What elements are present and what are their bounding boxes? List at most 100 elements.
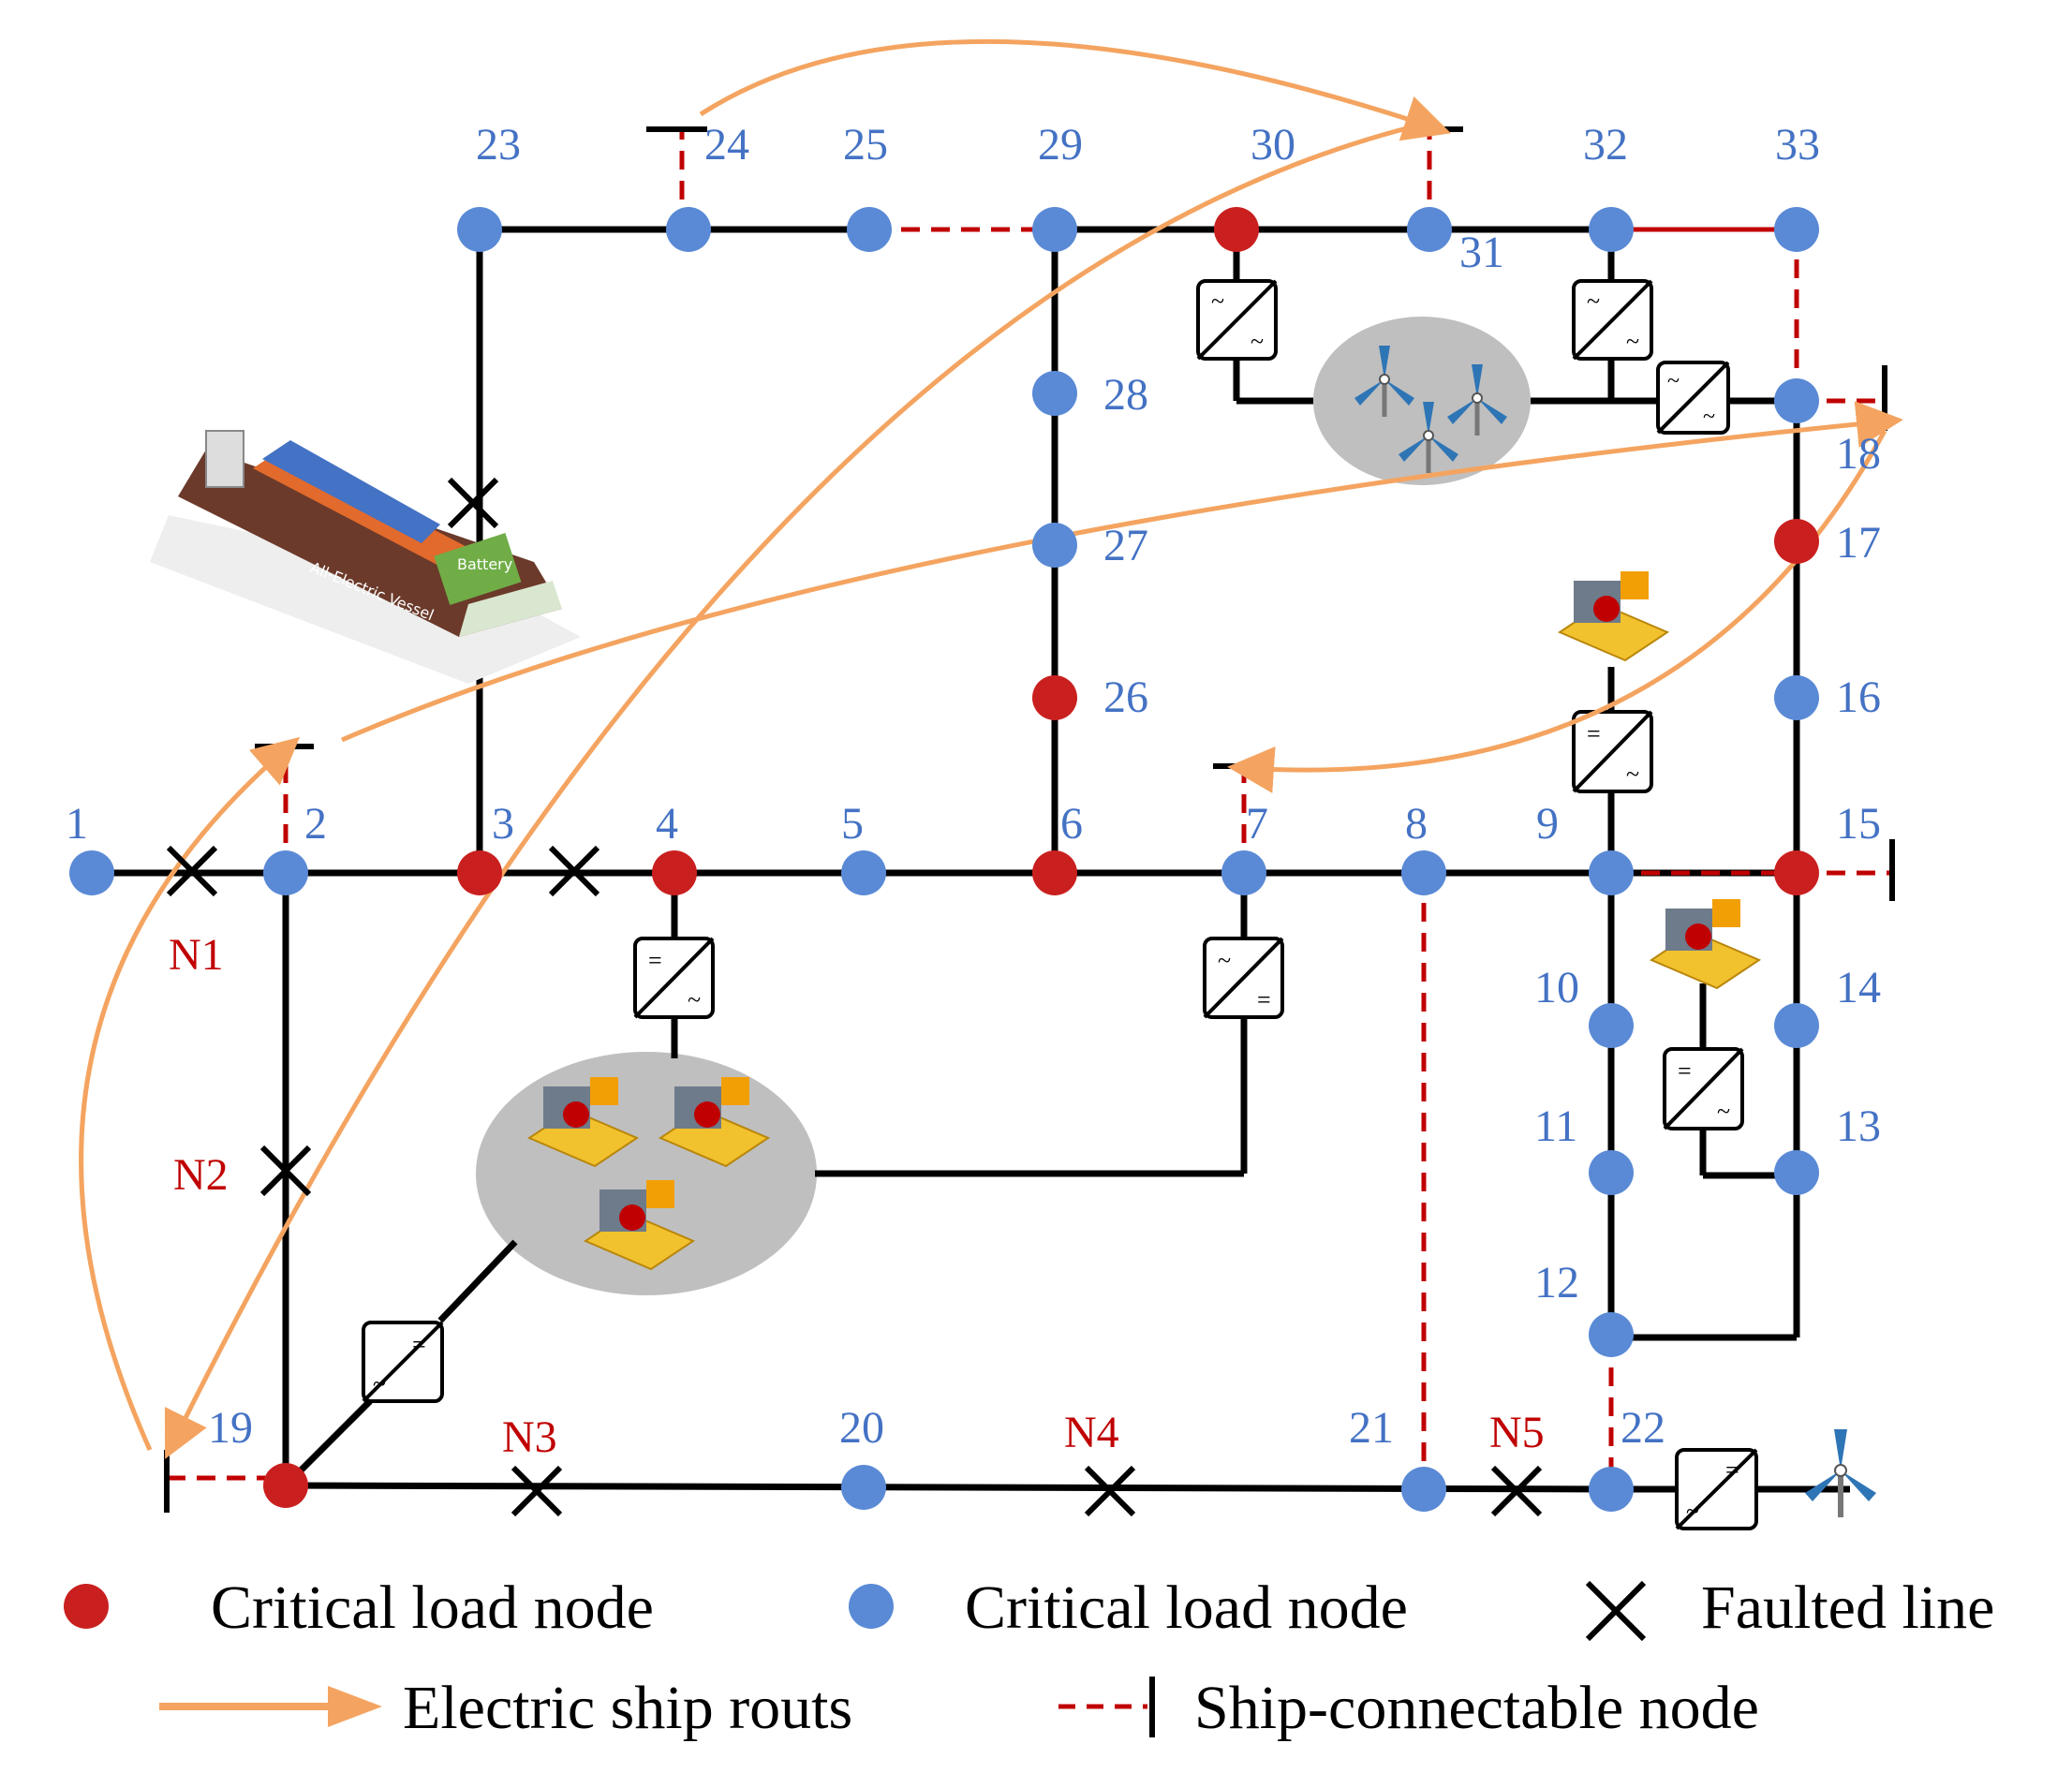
- node-3-dot: [457, 850, 502, 895]
- diesel-generator-icon: [583, 1180, 696, 1271]
- node-30-dot: [1214, 207, 1259, 252]
- legend-faulted-label: Faulted line: [1701, 1574, 1994, 1642]
- svg-text:~: ~: [1626, 328, 1639, 355]
- node-2-dot: [263, 850, 308, 895]
- node-3-label: 3: [492, 799, 514, 849]
- diesel-generator-icon: [526, 1077, 640, 1168]
- node-21-dot: [1401, 1467, 1446, 1512]
- diesel-generators: [526, 571, 1762, 1271]
- node-19-label: 19: [208, 1403, 253, 1453]
- node-9-label: 9: [1536, 799, 1559, 849]
- svg-text:~: ~: [1211, 288, 1224, 315]
- electric-ship-icon: Battery All-Electric Vessel: [150, 430, 581, 684]
- node-19-dot: [263, 1463, 308, 1508]
- route-18-to-7: [1227, 429, 1887, 793]
- legend-fault-x-icon: [1585, 1580, 1647, 1642]
- fault-x-icon: [259, 1145, 312, 1197]
- legend-connectable-label: Ship-connectable node: [1194, 1674, 1759, 1742]
- node-20-label: 20: [839, 1403, 884, 1453]
- svg-text:~: ~: [1667, 369, 1680, 393]
- wind-farm-cloud: [1313, 317, 1531, 485]
- wind-turbine-icon: [1354, 346, 1414, 417]
- converter-icon: ~=: [1203, 937, 1284, 1019]
- node-7-label: 7: [1246, 799, 1268, 849]
- fault-x-icon: [1084, 1465, 1136, 1517]
- svg-text:~: ~: [373, 1370, 386, 1397]
- converter-icon: =~: [1663, 1047, 1744, 1130]
- node-17-label: 17: [1836, 518, 1881, 568]
- node-10-label: 10: [1534, 963, 1579, 1012]
- svg-text:~: ~: [1587, 288, 1600, 315]
- wind-turbines: [1354, 346, 1876, 1517]
- legend-critical-red-dot: [64, 1584, 109, 1629]
- node-22-label: 22: [1621, 1403, 1665, 1453]
- svg-text:~: ~: [688, 986, 701, 1013]
- svg-text:=: =: [1725, 1456, 1739, 1484]
- node-25-dot: [847, 207, 892, 252]
- route-24-to-31: [699, 38, 1451, 141]
- node-18-label: 18: [1836, 429, 1881, 479]
- svg-text:=: =: [412, 1331, 426, 1358]
- node-2-label: 2: [304, 799, 327, 849]
- legend: Critical load node Critical load node Fa…: [64, 1574, 1994, 1742]
- node-32-dot: [1589, 207, 1634, 252]
- svg-text:~: ~: [1703, 405, 1715, 429]
- diesel-generator-icon: [1557, 571, 1670, 662]
- node-23-label: 23: [476, 120, 521, 170]
- node-24-dot: [666, 207, 711, 252]
- node-26-dot: [1032, 675, 1077, 720]
- node-11-dot: [1589, 1150, 1634, 1195]
- legend-critical-red-label: Critical load node: [211, 1574, 654, 1642]
- node-28-dot: [1032, 371, 1077, 416]
- node-16-dot: [1774, 675, 1819, 720]
- node-32-label: 32: [1583, 120, 1628, 170]
- node-18-dot: [1774, 378, 1819, 423]
- node-28-label: 28: [1103, 370, 1148, 420]
- svg-text:~: ~: [1717, 1098, 1730, 1125]
- svg-text:~: ~: [1251, 328, 1264, 355]
- node-23-dot: [457, 207, 502, 252]
- node-25-label: 25: [843, 120, 888, 170]
- converter-icon: ~~: [1572, 279, 1653, 361]
- converter-icon: =~: [633, 937, 715, 1019]
- electric-ship-routes: [79, 38, 1903, 1459]
- node-12-label: 12: [1534, 1258, 1579, 1308]
- fault-x-icon: [511, 1465, 563, 1517]
- node-14-label: 14: [1836, 963, 1881, 1012]
- legend-routes-label: Electric ship routs: [403, 1674, 852, 1742]
- node-33-dot: [1774, 207, 1819, 252]
- fault-label: N1: [169, 930, 224, 980]
- svg-text:=: =: [1257, 986, 1271, 1013]
- node-20-dot: [841, 1465, 886, 1510]
- node-5-dot: [841, 850, 886, 895]
- fault-x-icon: [166, 845, 218, 897]
- node-8-dot: [1401, 850, 1446, 895]
- node-4-label: 4: [656, 799, 678, 849]
- fault-label: N4: [1064, 1408, 1119, 1457]
- faulted-line-marks: [166, 477, 1543, 1517]
- node-15-label: 15: [1836, 799, 1881, 849]
- converter-icon: =~: [1572, 710, 1653, 793]
- legend-critical-blue-label: Critical load node: [965, 1574, 1408, 1642]
- node-8-label: 8: [1405, 799, 1428, 849]
- route-19-to-2: [79, 736, 301, 1452]
- converter-icon: =~: [362, 1321, 444, 1403]
- node-27-label: 27: [1103, 521, 1148, 570]
- svg-text:=: =: [1678, 1057, 1692, 1085]
- node-21-label: 21: [1349, 1403, 1394, 1453]
- node-6-label: 6: [1060, 799, 1083, 849]
- fault-label: N2: [173, 1150, 229, 1200]
- fault-labels: N1 N2 N3 N4 N5: [169, 930, 1545, 1462]
- node-15-dot: [1774, 850, 1819, 895]
- node-14-dot: [1774, 1003, 1819, 1048]
- node-1-dot: [69, 850, 114, 895]
- battery-label: Battery: [457, 555, 512, 573]
- node-33-label: 33: [1775, 120, 1820, 170]
- fault-x-icon: [1490, 1465, 1543, 1517]
- diesel-generator-icon: [1649, 899, 1762, 990]
- wind-turbine-icon: [1447, 364, 1507, 436]
- fault-label: N5: [1489, 1408, 1545, 1457]
- node-12-dot: [1589, 1312, 1634, 1357]
